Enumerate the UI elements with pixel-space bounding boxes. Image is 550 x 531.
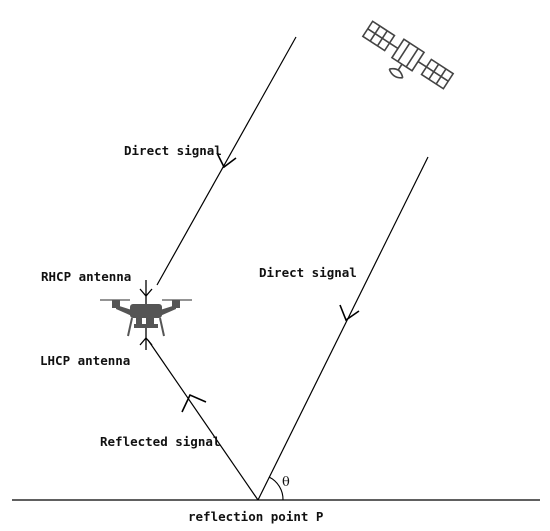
satellite-icon <box>361 20 455 90</box>
reflected-signal-arrow <box>181 393 207 413</box>
direct-signal-label-upper: Direct signal <box>124 143 222 158</box>
reflected-signal-line <box>147 339 259 501</box>
direct-signal-line-upper <box>156 36 297 286</box>
direct-signal-line-right <box>257 156 429 501</box>
direct-signal-label-right: Direct signal <box>259 265 357 280</box>
reflected-signal-label: Reflected signal <box>100 434 221 449</box>
rhcp-antenna-label: RHCP antenna <box>41 269 132 284</box>
direct-signal-arrow-right <box>339 304 360 322</box>
angle-arc <box>268 476 284 501</box>
drone-icon <box>100 280 192 350</box>
lhcp-antenna-label: LHCP antenna <box>40 353 131 368</box>
angle-theta-label: θ <box>282 475 290 490</box>
direct-signal-arrow-upper <box>216 152 237 169</box>
reflection-point-label: reflection point P <box>188 509 324 524</box>
